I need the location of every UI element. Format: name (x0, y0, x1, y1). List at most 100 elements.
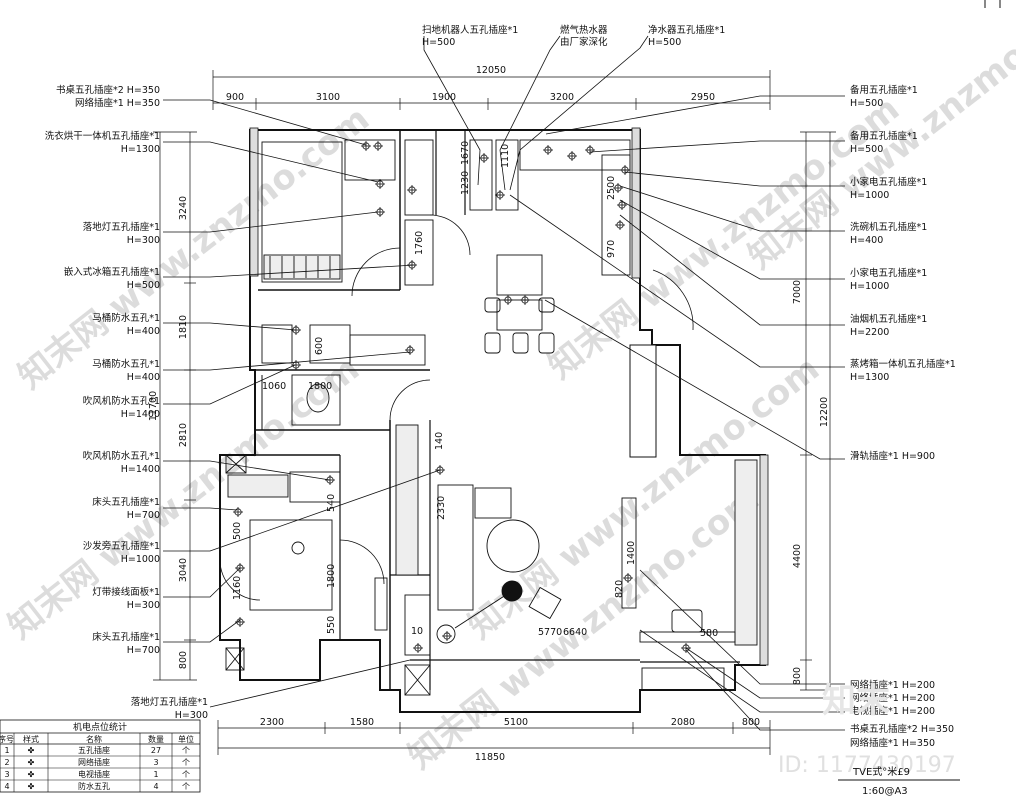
bed-top-left (261, 141, 343, 283)
table-cell: ✤ (28, 782, 35, 791)
dim-inner: 600 (314, 337, 325, 355)
walls (219, 127, 769, 713)
fridge-cabinet (404, 219, 434, 286)
table-cell: 4 (153, 782, 158, 791)
dim-bottom-5: 800 (742, 717, 760, 728)
label-hairdryer-outlet-1: 吹风机防水五孔*1 (83, 395, 160, 407)
tall-cabinet-right (734, 459, 758, 646)
floor-lamp-base (436, 624, 456, 644)
dim-right-2: 4400 (792, 544, 803, 568)
label-fridge-outlet: 嵌入式冰箱五孔插座*1 (64, 266, 160, 278)
watermark-text: 知末网 www.znzmo.com (1, 349, 367, 647)
table-cell: 1 (153, 770, 158, 779)
dim-inner: 6640 (563, 627, 587, 638)
label-spare-outlet-1: 备用五孔插座*1 (850, 84, 918, 96)
study-desk (639, 631, 736, 643)
outlet-symbols (233, 141, 691, 653)
table-cell: 3 (4, 770, 9, 779)
label-lightstrip-height: H=300 (127, 600, 160, 611)
balcony-counter (641, 667, 725, 691)
dim-left-4: 3040 (178, 558, 189, 582)
label-bedside-outlet-1: 床头五孔插座*1 (92, 496, 160, 508)
label-tv-outlet: 电视插座*1 H=200 (850, 705, 935, 717)
dim-right-total: 12200 (819, 397, 830, 427)
dim-inner: 1400 (626, 541, 637, 565)
dining-table (496, 299, 543, 331)
cabinet (469, 139, 493, 211)
label-washer-height: H=1300 (121, 144, 160, 155)
dim-inner: 1800 (326, 564, 337, 588)
dim-inner: 1110 (500, 144, 511, 168)
label-floorlamp-height-2: H=300 (175, 710, 208, 721)
side-table (474, 487, 512, 519)
label-appliance-outlet-1: 小家电五孔插座*1 (850, 176, 927, 188)
dim-inner: 580 (700, 628, 718, 639)
desk-chair (671, 609, 703, 633)
table-cell: 网络插座 (78, 757, 110, 767)
label-network-1: 网络插座*1 H=200 (850, 679, 935, 691)
armchair (528, 586, 562, 620)
label-toilet-height-1: H=400 (127, 326, 160, 337)
dim-inner: 5770 (538, 627, 562, 638)
dim-bottom-total: 11850 (475, 752, 505, 763)
cabinet (404, 139, 434, 216)
dim-top-3: 1900 (432, 92, 456, 103)
label-appliance-outlet-2: 小家电五孔插座*1 (850, 267, 927, 279)
drawing-scale: 1:60@A3 (862, 786, 908, 797)
cabinet (495, 139, 519, 211)
label-robot-height: H=500 (422, 37, 455, 48)
label-purifier-outlet: 净水器五孔插座*1 (648, 24, 725, 36)
table-header: 样式 (23, 734, 39, 744)
table-cell: 个 (182, 770, 190, 779)
dim-inner: 1760 (414, 231, 425, 255)
label-bedside-outlet-2: 床头五孔插座*1 (92, 631, 160, 643)
dim-inner: 1800 (308, 381, 332, 392)
tv-cabinet (621, 497, 637, 609)
label-desk-outlet: 书桌五孔插座*2 H=350 (56, 84, 160, 96)
dimension-lines (153, 70, 836, 755)
dim-right-1: 7000 (792, 280, 803, 304)
table-cell: 个 (182, 746, 190, 755)
table-cell: 1 (4, 746, 9, 755)
table-cell: ✤ (28, 770, 35, 779)
label-dishwasher-outlet: 洗碗机五孔插座*1 (850, 221, 927, 233)
dim-inner: 10 (411, 626, 423, 637)
balcony-cabinet (404, 594, 431, 656)
brand-watermark: 知末 ID: 1177430197 (778, 681, 956, 778)
table-header: 单位 (178, 734, 194, 744)
table-header: 序号 (0, 734, 14, 744)
balcony-cabinet (404, 664, 431, 696)
table-cell: 27 (151, 746, 161, 755)
dim-bottom-2: 1580 (350, 717, 374, 728)
table-header: 名称 (86, 734, 102, 744)
table-cell: ✤ (28, 746, 35, 755)
dim-left-2: 1810 (178, 315, 189, 339)
dim-bottom-4: 2080 (671, 717, 695, 728)
dim-top-1: 900 (226, 92, 244, 103)
shelf (374, 577, 388, 631)
dim-inner: 2500 (606, 176, 617, 200)
label-oven-outlet: 蒸烤箱一体机五孔插座*1 (850, 358, 956, 370)
label-sofa-outlet: 沙发旁五孔插座*1 (83, 540, 160, 552)
sofa (437, 484, 474, 611)
dim-inner: 1160 (232, 576, 243, 600)
table-cell: 五孔插座 (78, 745, 110, 755)
label-oven-height: H=1300 (850, 372, 889, 383)
dim-top-2: 3100 (316, 92, 340, 103)
label-hairdryer-outlet-2: 吹风机防水五孔*1 (83, 450, 160, 462)
dim-left-3: 2810 (178, 423, 189, 447)
outlet-statistics-table: 机电点位统计 序号 样式 名称 数量 单位 1 ✤ 五孔插座 27 个 2 ✤ … (0, 719, 201, 793)
dim-inner: 140 (434, 432, 445, 450)
brand-id: ID: 1177430197 (778, 753, 956, 778)
label-rail-outlet: 滑轨插座*1 H=900 (850, 450, 935, 462)
label-floorlamp-height: H=300 (127, 235, 160, 246)
label-desk-network-2: 网络插座*1 H=350 (850, 737, 935, 749)
label-lightstrip-panel: 灯带接线面板*1 (92, 586, 160, 598)
label-robot-outlet: 扫地机器人五孔插座*1 (422, 24, 518, 36)
leader-lines (163, 35, 845, 731)
vanity (261, 324, 293, 364)
dim-top-5: 2950 (691, 92, 715, 103)
brand-logo: 知末 (822, 681, 890, 721)
label-desk-outlet-2: 书桌五孔插座*2 H=350 (850, 723, 954, 735)
